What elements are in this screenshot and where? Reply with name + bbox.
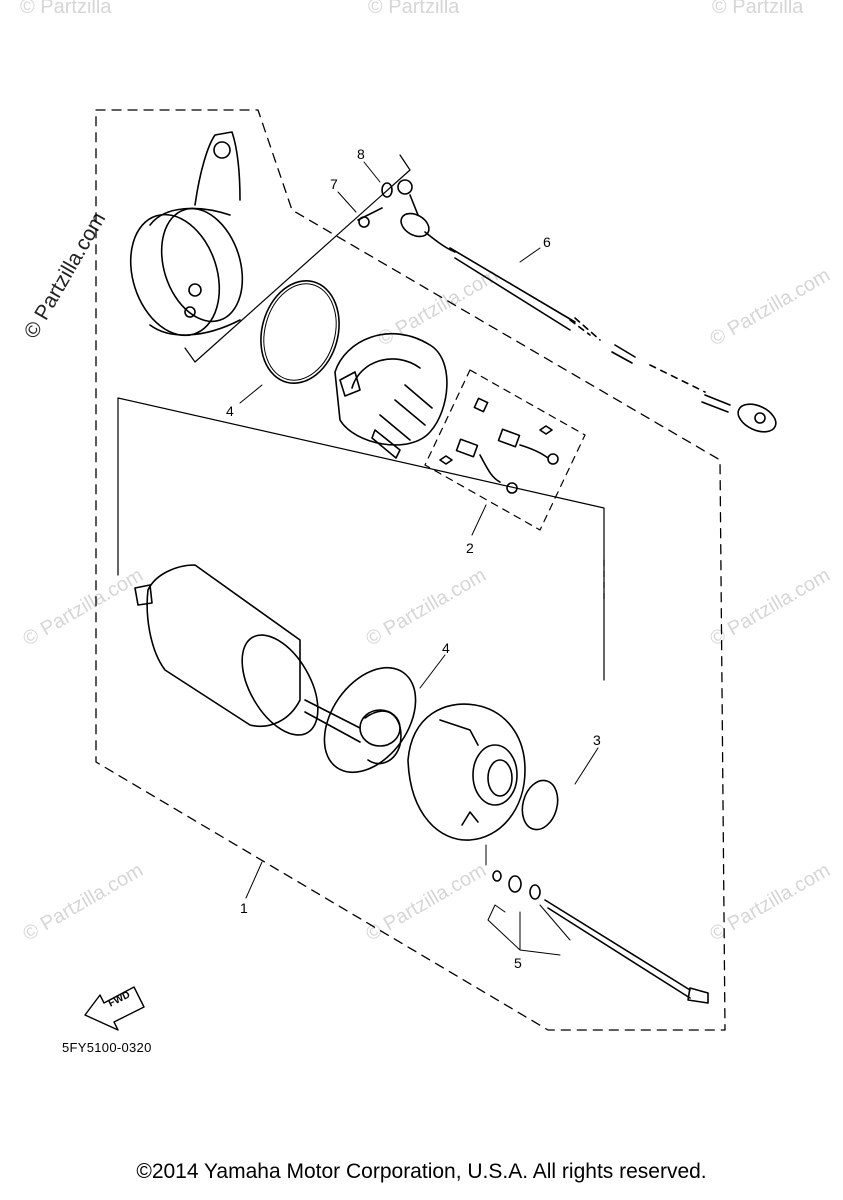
- callout-3: 3: [593, 732, 601, 748]
- o-ring-middle: [323, 666, 417, 774]
- callout-7: 7: [330, 176, 338, 192]
- leader-c4b: [419, 654, 446, 689]
- o-ring-top: [260, 280, 340, 384]
- lead-wire-6: [397, 179, 777, 433]
- rear-cover-bracket: [184, 154, 411, 363]
- leader-c7: [337, 191, 357, 213]
- watermark-top-2: © Partzilla: [368, 0, 460, 18]
- bolt-set-5: [492, 870, 709, 1004]
- starter-body: [134, 564, 402, 765]
- callout-2: 2: [466, 540, 474, 556]
- callout-4-top: 4: [226, 403, 234, 419]
- leader-c6: [519, 247, 541, 263]
- washer-8: [381, 182, 393, 198]
- front-cover: [407, 703, 526, 841]
- fwd-arrow-icon: [84, 986, 145, 1031]
- brush-parts: [439, 397, 559, 494]
- watermark-top-3: © Partzilla: [712, 0, 804, 18]
- callout-1: 1: [240, 900, 248, 916]
- brush-holder: [334, 332, 448, 459]
- watermark-top-1: © Partzilla: [20, 0, 112, 18]
- leader-c8: [363, 161, 381, 183]
- callout-5: 5: [514, 955, 522, 971]
- brush-parts-box: [424, 369, 586, 531]
- leader-c2: [471, 504, 487, 536]
- callout-6: 6: [543, 234, 551, 250]
- o-ring-3: [521, 779, 559, 831]
- assembly-boundary: [95, 109, 726, 1031]
- diagram-code: 5FY5100-0320: [62, 1040, 152, 1055]
- leader-c4a: [239, 384, 263, 404]
- leader-c1: [245, 861, 263, 899]
- screw-7: [357, 207, 383, 228]
- leader-c5: [487, 904, 571, 956]
- callout-4-middle: 4: [442, 640, 450, 656]
- rear-cover: [129, 131, 244, 337]
- brush-bracket: [117, 397, 605, 681]
- leader-c3: [574, 747, 599, 785]
- callout-8: 8: [357, 146, 365, 162]
- copyright-notice: ©2014 Yamaha Motor Corporation, U.S.A. A…: [136, 1160, 707, 1183]
